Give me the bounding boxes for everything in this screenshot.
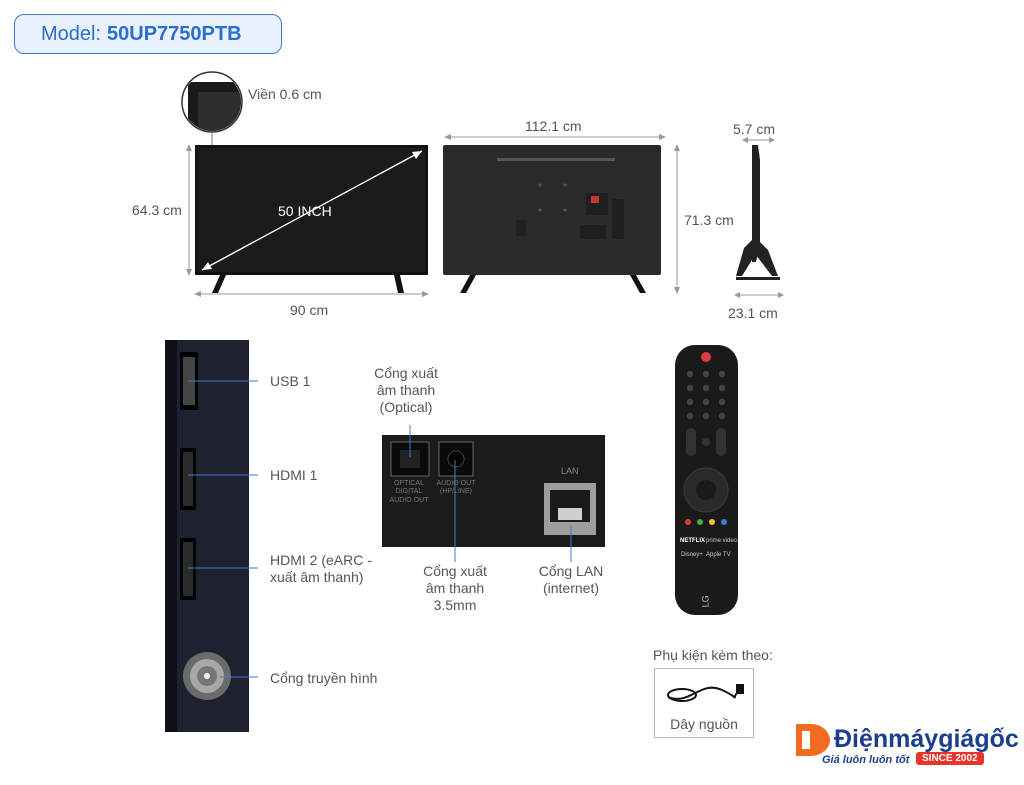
panel-optical-print: OPTICAL DIGITAL AUDIO OUT — [389, 480, 429, 504]
hdmi1-label: HDMI 1 — [270, 467, 318, 483]
usb-label: USB 1 — [270, 373, 311, 389]
lan-label: Cổng LAN (internet) — [538, 563, 604, 596]
tv-front-view — [186, 144, 429, 297]
power-cable-image — [667, 684, 744, 702]
remote-netflix-button: NETFLIX — [680, 538, 705, 544]
brand-logo-icon — [796, 724, 830, 756]
remote-brand-logo: LG — [700, 595, 711, 608]
audio35-label: Cổng xuất âm thanh 3.5mm — [423, 563, 487, 613]
remote-disney-button: Disney+ — [681, 552, 703, 558]
model-code: 50UP7750PTB — [107, 22, 242, 45]
screen-size-label: 50 INCH — [278, 203, 332, 219]
back-height-label: 71.3 cm — [684, 212, 734, 228]
accessory-box — [654, 668, 754, 738]
bezel-label: Viền 0.6 cm — [248, 86, 322, 102]
side-depth-base-label: 23.1 cm — [728, 305, 778, 321]
back-width-label: 112.1 cm — [525, 118, 582, 134]
tv-back-view — [443, 134, 680, 294]
brand-tagline: Giá luôn luôn tốt — [822, 754, 910, 766]
power-cable-label: Dây nguồn — [670, 716, 738, 732]
optical-label: Cổng xuất âm thanh (Optical) — [374, 365, 438, 415]
model-prefix: Model: — [41, 22, 102, 45]
panel-lan-print: LAN — [561, 466, 579, 476]
remote-appletv-button: Apple TV — [706, 552, 731, 558]
hdmi2-label: HDMI 2 (eARC - xuất âm thanh) — [270, 552, 372, 585]
accessories-title: Phụ kiện kèm theo: — [653, 647, 773, 663]
front-height-label: 64.3 cm — [132, 202, 182, 218]
rear-ports-photo — [382, 425, 605, 562]
antenna-label: Cổng truyền hình — [270, 670, 378, 686]
tv-side-view — [734, 137, 784, 298]
side-ports-photo — [165, 340, 258, 732]
brand-name: Điệnmáygiágốc — [834, 725, 1019, 753]
side-depth-top-label: 5.7 cm — [733, 121, 776, 137]
bezel-zoom-circle — [181, 71, 243, 146]
remote-control — [675, 345, 738, 615]
front-width-label: 90 cm — [290, 302, 329, 318]
panel-audio-print: AUDIO OUT (HP/LINE) — [436, 480, 476, 496]
model-badge: Model: 50UP7750PTB — [14, 14, 282, 54]
remote-prime-button: prime video — [706, 538, 738, 544]
brand-since-badge: SINCE 2002 — [916, 752, 984, 765]
